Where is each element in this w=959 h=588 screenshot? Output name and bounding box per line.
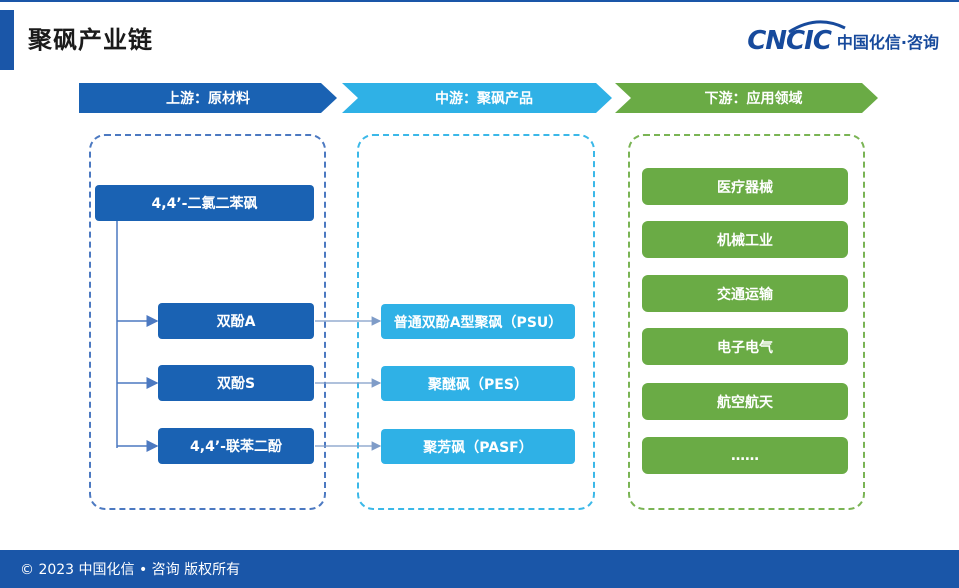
downstream-group <box>628 134 865 510</box>
midstream-node: 聚醚砜（PES） <box>381 366 575 401</box>
upstream-node: 4,4’-联苯二酚 <box>158 428 314 464</box>
downstream-node: 交通运输 <box>642 275 848 312</box>
copyright-footer: © 2023 中国化信 • 咨询 版权所有 <box>0 550 959 588</box>
cncic-logo: CNCIC 中国化信·咨询 <box>747 20 939 56</box>
logo-wordmark: CNCIC <box>747 20 846 56</box>
stage-midstream-header: 中游：聚砜产品 <box>342 83 612 113</box>
upstream-group <box>89 134 326 510</box>
page-title: 聚砜产业链 <box>28 26 153 54</box>
title-accent-bar <box>0 10 14 70</box>
stage-upstream-header: 上游：原材料 <box>79 83 337 113</box>
midstream-node: 聚芳砜（PASF） <box>381 429 575 464</box>
stage-downstream-header: 下游：应用领域 <box>615 83 878 113</box>
downstream-node: 医疗器械 <box>642 168 848 205</box>
upstream-node: 双酚S <box>158 365 314 401</box>
logo-name-cn: 中国化信·咨询 <box>836 33 939 52</box>
midstream-node: 普通双酚A型聚砜（PSU） <box>381 304 575 339</box>
logo-arc-icon <box>788 20 846 34</box>
top-border <box>0 0 959 2</box>
midstream-group <box>357 134 595 510</box>
downstream-node: 机械工业 <box>642 221 848 258</box>
upstream-root-node: 4,4’-二氯二苯砜 <box>95 185 314 221</box>
downstream-node: …… <box>642 437 848 474</box>
downstream-node: 电子电气 <box>642 328 848 365</box>
upstream-node: 双酚A <box>158 303 314 339</box>
downstream-node: 航空航天 <box>642 383 848 420</box>
